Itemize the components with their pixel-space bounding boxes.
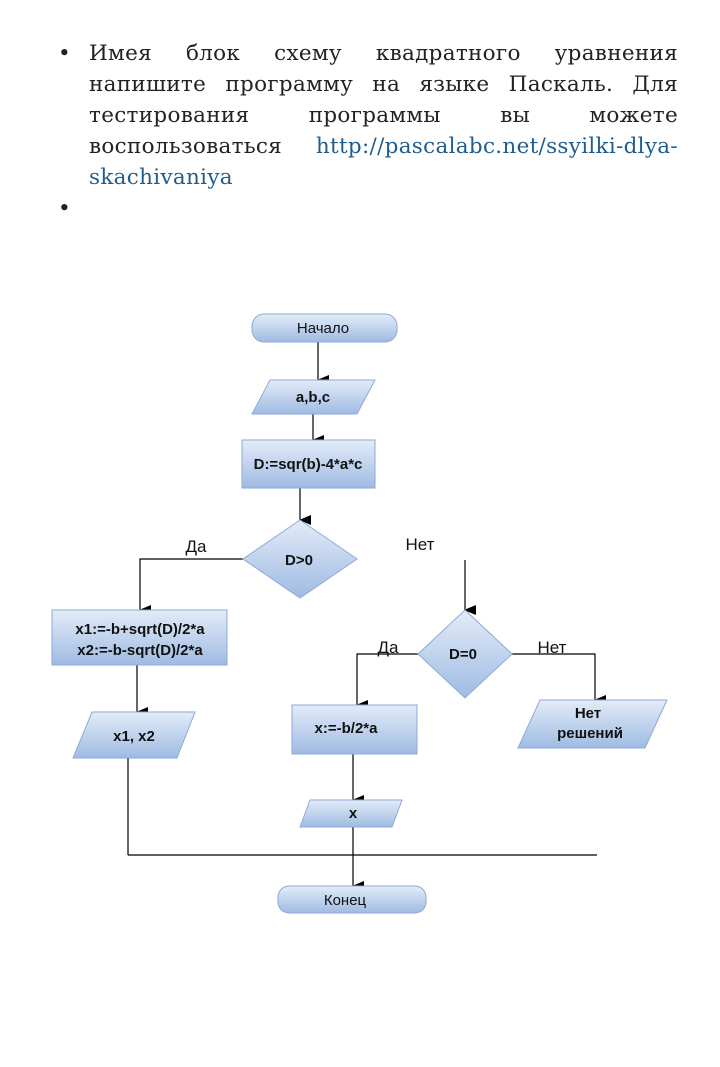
no-solution-parallelogram bbox=[517, 699, 668, 749]
input-parallelogram bbox=[251, 379, 376, 415]
no-solution-line2: решений bbox=[557, 725, 623, 742]
roots-line1: x1:=-b+sqrt(D)/2*a bbox=[75, 621, 205, 638]
start-terminal bbox=[251, 313, 398, 343]
discriminant-label: D:=sqr(b)-4*a*c bbox=[254, 456, 363, 473]
no1-label: Нет bbox=[406, 535, 435, 554]
discriminant-process bbox=[241, 439, 376, 489]
cond1-label: D>0 bbox=[285, 552, 313, 569]
bullet-item-task: • Имея блок схему квадратного уравнения … bbox=[58, 38, 678, 193]
yes1-label: Да bbox=[186, 537, 208, 556]
output-single-label: x bbox=[349, 805, 358, 822]
input-label: a,b,c bbox=[296, 389, 330, 406]
end-label: Конец bbox=[324, 892, 367, 909]
single-root-process bbox=[291, 704, 418, 755]
yes2-label: Да bbox=[378, 638, 400, 657]
cond2-label: D=0 bbox=[449, 646, 477, 663]
bullet-marker: • bbox=[58, 41, 71, 66]
no-solution-line1: Нет bbox=[575, 705, 601, 722]
end-terminal bbox=[277, 885, 427, 914]
output-roots-parallelogram bbox=[72, 711, 196, 759]
task-text: Имея блок схему квадратного уравнения на… bbox=[89, 41, 678, 159]
output-single-parallelogram bbox=[299, 799, 403, 828]
connectors bbox=[127, 342, 606, 891]
condition-d-positive bbox=[242, 519, 358, 599]
roots-process bbox=[51, 609, 228, 666]
bullet-list: • Имея блок схему квадратного уравнения … bbox=[58, 38, 678, 224]
bullet-item-empty: • bbox=[58, 193, 678, 224]
single-root-label: x:=-b/2*a bbox=[315, 720, 379, 737]
no2-label: Нет bbox=[538, 638, 567, 657]
roots-line2: x2:=-b-sqrt(D)/2*a bbox=[77, 642, 203, 659]
output-roots-label: x1, x2 bbox=[113, 728, 155, 745]
condition-d-zero bbox=[417, 609, 513, 699]
start-label: Начало bbox=[297, 320, 349, 337]
pascal-download-link[interactable]: http://pascalabc.net/ssyilki-dlya-skachi… bbox=[89, 134, 678, 190]
bullet-marker: • bbox=[58, 196, 71, 221]
